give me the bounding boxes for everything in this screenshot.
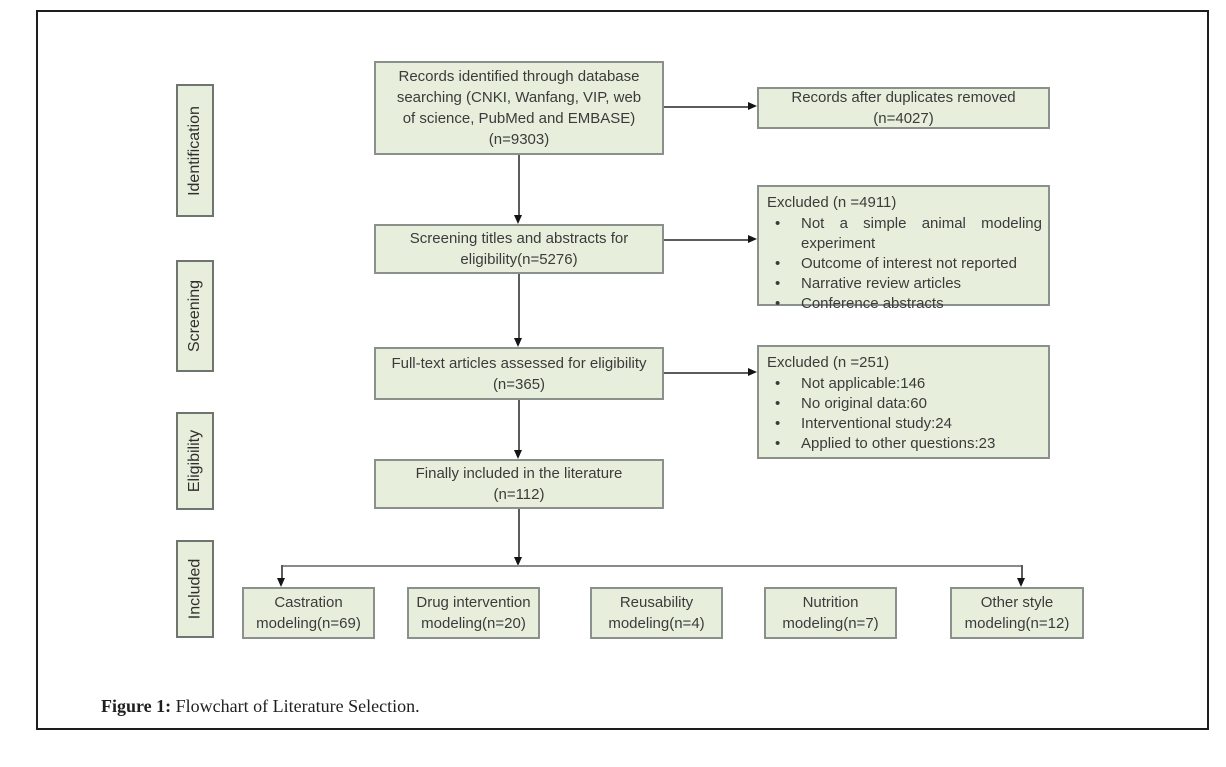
connector-identified-to-screening (518, 155, 520, 217)
box-records-identified-count: (n=9303) (488, 131, 550, 148)
arrowhead-right-icon (748, 368, 757, 376)
excluded-screening-item: • Not a simple animal modeling experimen… (775, 215, 1042, 252)
box-reusability-count: modeling(n=4) (608, 615, 705, 632)
excluded-screening-item: • Outcome of interest not reported (775, 255, 1017, 272)
box-drug-intervention-count: modeling(n=20) (421, 615, 526, 632)
box-nutrition-line1: Nutrition (802, 594, 859, 611)
box-castration-count: modeling(n=69) (256, 615, 361, 632)
box-fulltext-assessed-line1: Full-text articles assessed for eligibil… (391, 354, 647, 372)
arrowhead-down-icon (514, 215, 522, 224)
bullet-icon: • (775, 435, 781, 452)
figure-caption-text: Flowchart of Literature Selection. (171, 696, 420, 716)
stage-identification: Identification (176, 84, 214, 217)
connector-fulltext-to-included (518, 400, 520, 450)
box-excluded-fulltext: Excluded (n =251) • Not applicable:146 •… (757, 345, 1050, 459)
box-other-style: Other style modeling(n=12) (950, 587, 1084, 639)
stage-screening-label: Screening (186, 279, 204, 353)
box-duplicates-removed-line1: Records after duplicates removed (791, 89, 1016, 106)
box-castration-line1: Castration (274, 594, 343, 611)
box-screening-titles-line1: Screening titles and abstracts for (409, 230, 629, 247)
figure-caption-label: Figure 1: (101, 696, 172, 716)
figure-caption: Figure 1: Flowchart of Literature Select… (101, 696, 420, 717)
connector-screening-to-fulltext (518, 274, 520, 338)
connector-to-duplicates-removed (664, 106, 748, 108)
connector-to-excluded-screening (664, 239, 748, 241)
arrowhead-right-icon (748, 235, 757, 243)
excluded-screening-item: • Narrative review articles (775, 275, 962, 292)
box-finally-included-line1: Finally included in the literature (415, 465, 623, 482)
box-drug-intervention-line1: Drug intervention (416, 594, 531, 611)
box-records-identified-line1: Records identified through database (398, 68, 640, 85)
box-other-style-line1: Other style (980, 594, 1054, 611)
box-castration: Castration modeling(n=69) (242, 587, 375, 639)
arrowhead-down-icon (1017, 578, 1025, 587)
box-finally-included-count: (n=112) (493, 486, 545, 503)
box-duplicates-removed-count: (n=4027) (873, 110, 934, 127)
box-screening-titles: Screening titles and abstracts for eligi… (374, 224, 664, 274)
excluded-fulltext-item: • Interventional study:24 (775, 415, 952, 432)
excluded-fulltext-item: • Not applicable:146 (775, 375, 926, 392)
box-records-identified-line3: of science, PubMed and EMBASE) (402, 110, 636, 127)
connector-included-to-branch (518, 509, 520, 557)
excluded-screening-item: • Conference abstracts (775, 295, 944, 312)
box-excluded-fulltext-title: Excluded (n =251) (767, 354, 890, 371)
arrowhead-right-icon (748, 102, 757, 110)
box-records-identified: Records identified through database sear… (374, 61, 664, 155)
bullet-icon: • (775, 215, 781, 232)
stage-screening: Screening (176, 260, 214, 372)
figure-frame: Identification Screening Eligibility Inc… (36, 10, 1209, 730)
box-other-style-count: modeling(n=12) (964, 615, 1070, 632)
box-reusability-line1: Reusability (619, 594, 694, 611)
bullet-icon: • (775, 395, 781, 412)
box-excluded-screening: Excluded (n =4911) • Not a simple animal… (757, 185, 1050, 312)
bullet-icon: • (775, 415, 781, 432)
box-nutrition: Nutrition modeling(n=7) (764, 587, 897, 639)
box-reusability: Reusability modeling(n=4) (590, 587, 723, 639)
box-nutrition-count: modeling(n=7) (782, 615, 879, 632)
bullet-icon: • (775, 295, 781, 312)
box-finally-included: Finally included in the literature (n=11… (374, 459, 664, 509)
stage-eligibility-label: Eligibility (186, 429, 203, 493)
connector-branch-left-drop (281, 565, 283, 578)
connector-to-excluded-fulltext (664, 372, 748, 374)
bullet-icon: • (775, 375, 781, 392)
excluded-fulltext-item: • No original data:60 (775, 395, 927, 412)
box-fulltext-assessed-count: (n=365) (492, 375, 546, 393)
arrowhead-down-icon (514, 557, 522, 566)
box-fulltext-assessed: Full-text articles assessed for eligibil… (374, 347, 664, 400)
connector-branch-horizontal (282, 565, 1022, 567)
bullet-icon: • (775, 275, 781, 292)
box-screening-titles-line2: eligibility(n=5276) (460, 251, 578, 268)
connector-branch-right-drop (1021, 565, 1023, 578)
arrowhead-down-icon (514, 450, 522, 459)
box-duplicates-removed: Records after duplicates removed (n=4027… (757, 87, 1050, 129)
box-excluded-screening-title: Excluded (n =4911) (767, 194, 897, 211)
excluded-fulltext-item: • Applied to other questions:23 (775, 435, 996, 452)
box-records-identified-line2: searching (CNKI, Wanfang, VIP, web (396, 89, 642, 106)
stage-included-label: Included (186, 558, 203, 620)
stage-included: Included (176, 540, 214, 638)
stage-identification-label: Identification (186, 105, 203, 196)
bullet-icon: • (775, 255, 781, 272)
arrowhead-down-icon (277, 578, 285, 587)
box-drug-intervention: Drug intervention modeling(n=20) (407, 587, 540, 639)
arrowhead-down-icon (514, 338, 522, 347)
stage-eligibility: Eligibility (176, 412, 214, 510)
